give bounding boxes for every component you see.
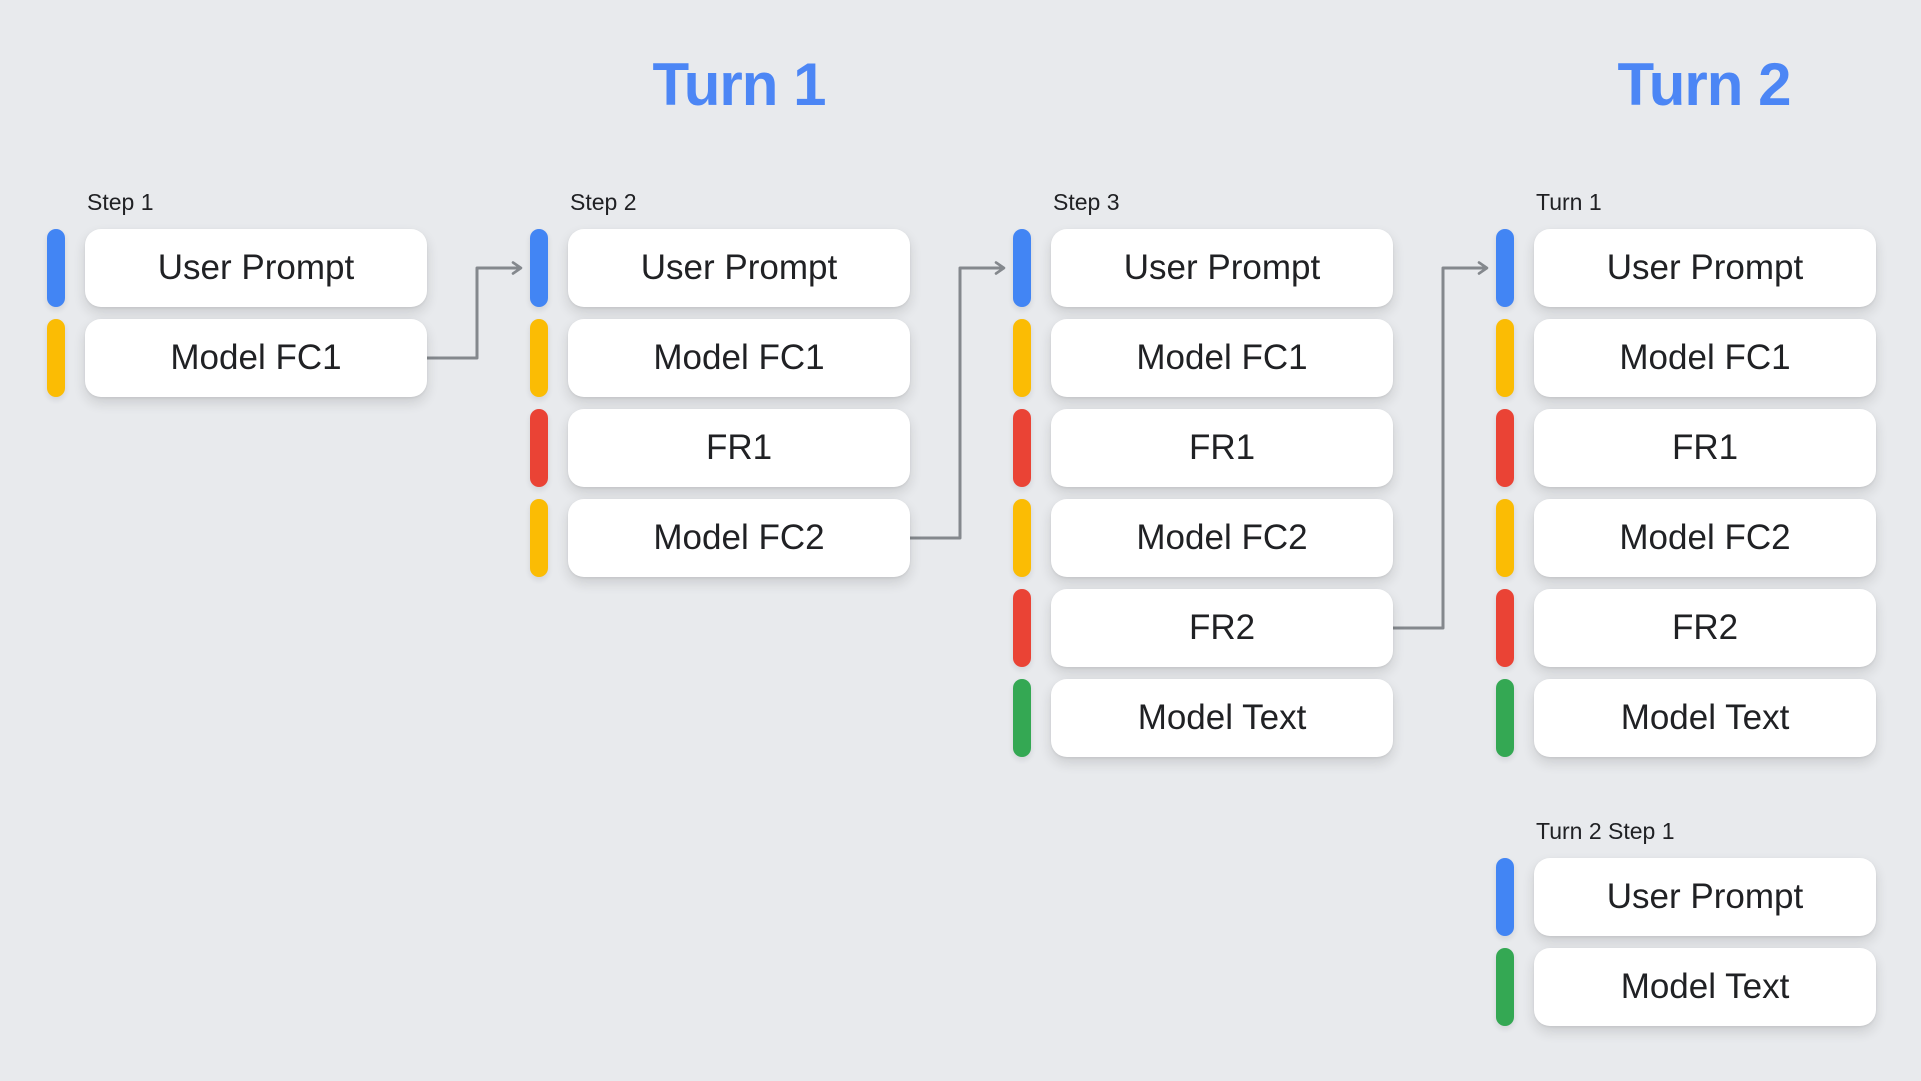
user-prompt-card: User Prompt: [568, 229, 910, 307]
column-step3: Step 3 User Prompt Model FC1 FR1 Model F…: [1013, 190, 1393, 757]
user-prompt-card: User Prompt: [1534, 229, 1876, 307]
column-step2: Step 2 User Prompt Model FC1 FR1 Model F…: [530, 190, 910, 577]
step1-row-user-prompt: User Prompt: [47, 229, 427, 307]
user-prompt-card: User Prompt: [1051, 229, 1393, 307]
fr2-card: FR2: [1534, 589, 1876, 667]
model-fc-type-bar: [1496, 499, 1514, 577]
fr1-card: FR1: [1051, 409, 1393, 487]
model-text-card: Model Text: [1051, 679, 1393, 757]
column-turn2-step1: Turn 2 Step 1 User Prompt Model Text: [1496, 819, 1876, 1026]
function-response-type-bar: [1496, 589, 1514, 667]
user-prompt-type-bar: [47, 229, 65, 307]
user-prompt-type-bar: [530, 229, 548, 307]
model-fc-type-bar: [1496, 319, 1514, 397]
fr1-card: FR1: [568, 409, 910, 487]
turn1-row-model-fc1: Model FC1: [1496, 319, 1876, 397]
model-text-card: Model Text: [1534, 679, 1876, 757]
model-text-type-bar: [1013, 679, 1031, 757]
model-fc2-card: Model FC2: [1534, 499, 1876, 577]
user-prompt-type-bar: [1013, 229, 1031, 307]
column-step3-label: Step 3: [1053, 189, 1120, 215]
step2-row-user-prompt: User Prompt: [530, 229, 910, 307]
function-response-type-bar: [1496, 409, 1514, 487]
model-fc2-card: Model FC2: [568, 499, 910, 577]
step2-row-model-fc2: Model FC2: [530, 499, 910, 577]
model-fc2-card: Model FC2: [1051, 499, 1393, 577]
model-fc1-card: Model FC1: [85, 319, 427, 397]
model-text-type-bar: [1496, 948, 1514, 1026]
function-response-type-bar: [1013, 409, 1031, 487]
turn2-header: Turn 2: [1617, 51, 1792, 118]
model-fc-type-bar: [530, 319, 548, 397]
model-fc1-card: Model FC1: [1051, 319, 1393, 397]
function-response-type-bar: [530, 409, 548, 487]
model-fc1-card: Model FC1: [568, 319, 910, 397]
model-text-type-bar: [1496, 679, 1514, 757]
user-prompt-card: User Prompt: [1534, 858, 1876, 936]
column-step1: Step 1 User Prompt Model FC1: [47, 190, 427, 397]
fr1-card: FR1: [1534, 409, 1876, 487]
turn1-row-fr1: FR1: [1496, 409, 1876, 487]
column-turn1-history-label: Turn 1: [1536, 189, 1602, 215]
step3-row-model-text: Model Text: [1013, 679, 1393, 757]
model-fc1-card: Model FC1: [1534, 319, 1876, 397]
step3-row-user-prompt: User Prompt: [1013, 229, 1393, 307]
turn1-row-model-fc2: Model FC2: [1496, 499, 1876, 577]
turn1-row-fr2: FR2: [1496, 589, 1876, 667]
step2-row-fr1: FR1: [530, 409, 910, 487]
turn1-header: Turn 1: [652, 51, 827, 118]
column-step2-label: Step 2: [570, 189, 637, 215]
function-response-type-bar: [1013, 589, 1031, 667]
step2-row-model-fc1: Model FC1: [530, 319, 910, 397]
step3-row-fr1: FR1: [1013, 409, 1393, 487]
model-fc-type-bar: [1013, 319, 1031, 397]
turn1-row-user-prompt: User Prompt: [1496, 229, 1876, 307]
user-prompt-type-bar: [1496, 229, 1514, 307]
column-turn2-step1-label: Turn 2 Step 1: [1536, 818, 1675, 844]
turn1-row-model-text: Model Text: [1496, 679, 1876, 757]
fr2-card: FR2: [1051, 589, 1393, 667]
model-fc-type-bar: [530, 499, 548, 577]
connector-step1-to-step2: [427, 261, 523, 360]
step1-row-model-fc1: Model FC1: [47, 319, 427, 397]
step3-row-model-fc2: Model FC2: [1013, 499, 1393, 577]
model-fc-type-bar: [47, 319, 65, 397]
column-step1-label: Step 1: [87, 189, 154, 215]
column-turn1-history: Turn 1 User Prompt Model FC1 FR1 Model F…: [1496, 190, 1876, 757]
user-prompt-type-bar: [1496, 858, 1514, 936]
connector-step3-to-turn1: [1392, 261, 1489, 630]
turn2-step1-row-user-prompt: User Prompt: [1496, 858, 1876, 936]
model-text-card: Model Text: [1534, 948, 1876, 1026]
step3-row-model-fc1: Model FC1: [1013, 319, 1393, 397]
turn2-step1-row-model-text: Model Text: [1496, 948, 1876, 1026]
user-prompt-card: User Prompt: [85, 229, 427, 307]
connector-step2-to-step3: [910, 261, 1006, 540]
step3-row-fr2: FR2: [1013, 589, 1393, 667]
model-fc-type-bar: [1013, 499, 1031, 577]
